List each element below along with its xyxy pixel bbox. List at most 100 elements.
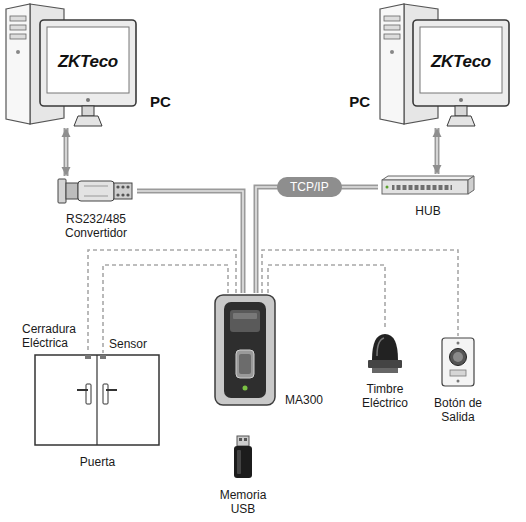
cable-line [433, 128, 442, 174]
usb-icon-part [239, 438, 242, 441]
converter-icon-part [116, 185, 119, 188]
converter-icon-part [126, 193, 129, 196]
exit-button-node: Botón de Salida [427, 336, 489, 426]
pc-monitor-part [455, 106, 467, 116]
usb-icon [234, 436, 252, 478]
door-icon-part [77, 389, 88, 391]
dashed-wire-path [103, 265, 228, 353]
cable-inner [137, 191, 243, 293]
exit-button-icon-part [450, 370, 466, 376]
device-node: MA300 [213, 293, 277, 407]
exit-button-icon [442, 338, 474, 386]
cable-line [256, 187, 378, 293]
pc-label: PC [150, 93, 171, 111]
cable-line [62, 128, 71, 176]
door-icon-part [35, 355, 159, 445]
edge-label: TCP/IP [277, 177, 342, 197]
exit-button-icon-part [453, 352, 463, 362]
ma300-device-part [239, 354, 251, 374]
bell-icon-part [372, 368, 398, 373]
converter-icon-part [66, 183, 78, 199]
usb-icon-part [237, 436, 249, 446]
node-label: RS232/485 Convertidor [57, 212, 135, 240]
bell-icon-part [368, 360, 402, 368]
exit-button-icon-part [442, 338, 474, 386]
device-label: MA300 [285, 393, 323, 407]
ma300-device-part [224, 302, 266, 398]
node-label: Timbre Eléctrico [353, 382, 417, 410]
door-icon [35, 355, 159, 445]
converter-icon-part [116, 193, 119, 196]
cable-outer [137, 191, 243, 293]
usb-icon-part [244, 438, 247, 441]
logo-text: ZKTeco [40, 52, 136, 72]
door-icon-part [106, 389, 117, 391]
dashed-wire-path [268, 265, 385, 330]
pc-tower-part [10, 25, 26, 30]
pc-tower-part [16, 50, 20, 54]
pc-tower-part [384, 25, 400, 30]
pc-monitor-part [447, 116, 475, 126]
door-icon-part [96, 355, 97, 445]
node-label: Botón de Salida [429, 396, 487, 424]
dashed-wire [262, 250, 458, 336]
converter-icon-part [58, 179, 66, 203]
pc-node: ZKTecoPC [40, 18, 136, 128]
usb-icon-part [234, 446, 252, 478]
pc-node: ZKTecoPC [413, 18, 509, 128]
pc-tower-part [390, 50, 394, 54]
pc-tower-part [10, 16, 26, 21]
door-icon-part [103, 384, 108, 404]
ma300-device-part [230, 310, 260, 332]
arrow-head [433, 128, 442, 137]
hub-icon-part [468, 176, 474, 194]
dashed-wire [88, 250, 236, 353]
ma300-device [215, 295, 275, 405]
door-icon-part [100, 355, 106, 359]
ma300-device-part [215, 295, 275, 405]
pc-tower-part [6, 4, 30, 124]
hub-node: HUB [378, 174, 478, 220]
node-label: HUB [415, 204, 440, 218]
pc-monitor-part [40, 20, 136, 106]
pc-monitor-part [86, 98, 90, 102]
exit-button-icon-part [457, 342, 460, 345]
cable-line [137, 191, 243, 293]
logo-text: ZKTeco [413, 52, 509, 72]
pc-tower-part [384, 34, 400, 39]
cable-inner [256, 187, 378, 293]
node-label: Memoria USB [215, 488, 271, 516]
node-label: Puerta [80, 455, 115, 469]
converter-node: RS232/485 Convertidor [55, 176, 137, 242]
door-node: Puerta [31, 353, 164, 471]
callout-label: Sensor [109, 337, 147, 351]
bell-icon-part [372, 334, 398, 360]
hub-icon [382, 176, 474, 194]
converter-icon-part [114, 183, 132, 199]
pc-monitor-part [413, 20, 509, 106]
pc-monitor-part [459, 98, 463, 102]
hub-icon-part [386, 186, 389, 189]
converter-icon [58, 179, 132, 203]
arrow-head [433, 165, 442, 174]
ma300-device-part [233, 313, 257, 319]
pc-monitor [40, 20, 136, 126]
converter-icon-part [121, 185, 124, 188]
bell-icon [368, 334, 402, 373]
converter-icon-part [84, 186, 108, 187]
dashed-wire [268, 265, 385, 330]
dashed-wire-path [88, 250, 236, 353]
dashed-wire-path [262, 250, 458, 336]
bell-node: Timbre Eléctrico [351, 330, 419, 412]
hub-icon-part [392, 183, 452, 191]
exit-button-icon-part [450, 349, 467, 366]
ma300-device-part [236, 350, 254, 378]
ma300-device-part [243, 386, 248, 391]
exit-button-icon-part [457, 380, 460, 383]
callout-label: Cerradura Eléctrica [22, 322, 82, 350]
pc-label: PC [349, 93, 370, 111]
usb-icon-part [237, 450, 241, 474]
converter-icon-part [121, 193, 124, 196]
